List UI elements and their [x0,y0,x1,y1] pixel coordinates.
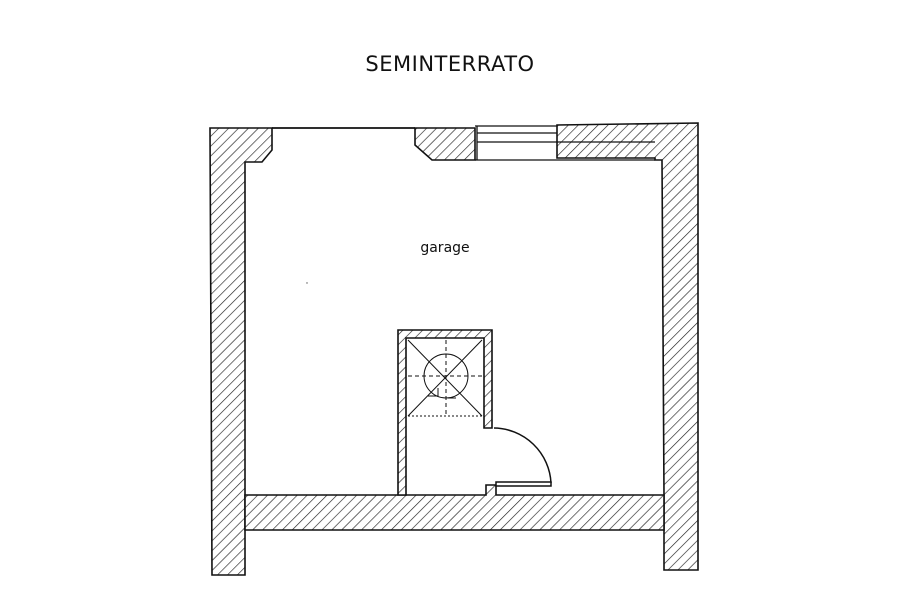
spiral-stair-icon [407,339,483,417]
wall-top-right [556,122,699,571]
floor-title: SEMINTERRATO [365,52,535,76]
window [475,125,655,161]
wall-bottom [244,484,665,531]
stair-enclosure [397,329,493,496]
wall-left [209,127,273,576]
wall-pier-top [414,127,476,161]
room-label-garage: garage [420,240,470,256]
door-swing-icon [493,427,552,487]
